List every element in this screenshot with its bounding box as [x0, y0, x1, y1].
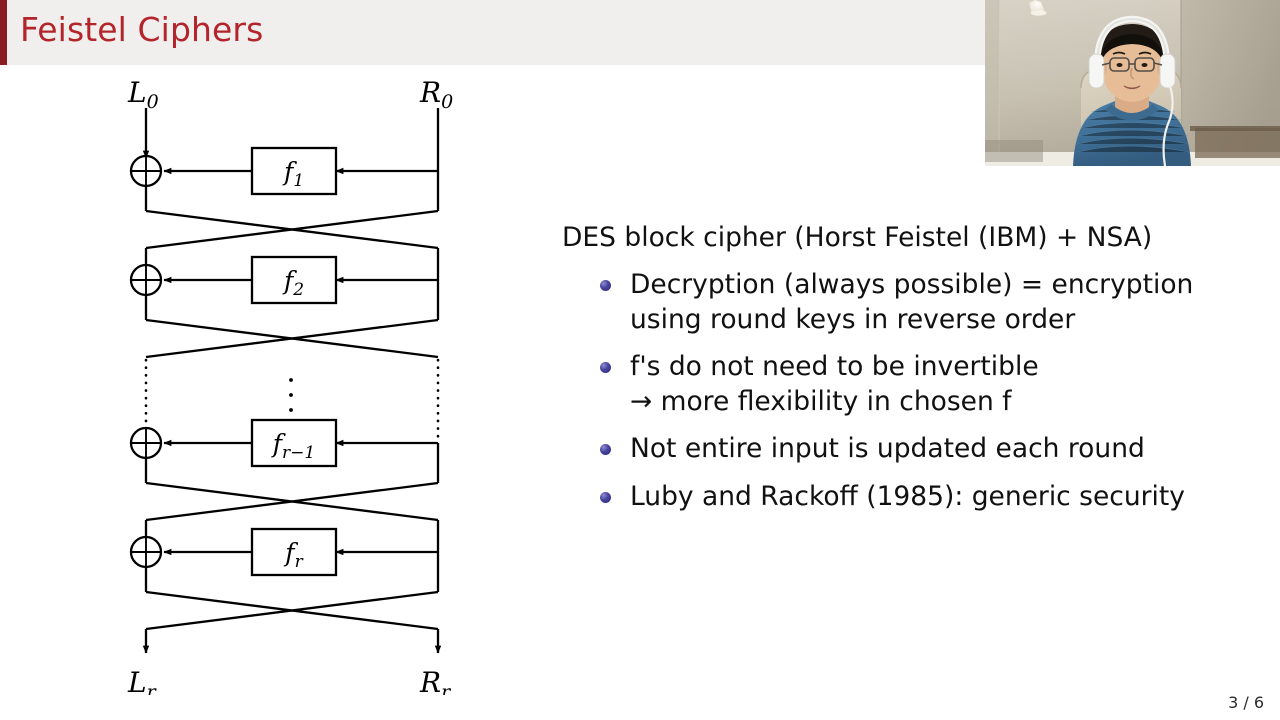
bullet-line-2: → more flexibility in chosen f — [630, 385, 1012, 417]
round-box-label-fr-1: fr−1 — [271, 429, 315, 463]
list-item: Luby and Rackoff (1985): generic securit… — [600, 480, 1262, 514]
bullet-dot-icon — [600, 280, 611, 292]
list-item: Decryption (always possible) = encryptio… — [600, 268, 1262, 337]
label-R0: R0 — [419, 76, 453, 113]
label-L0: L0 — [127, 76, 159, 113]
presenter-webcam-overlay[interactable] — [985, 0, 1280, 166]
header-accent-bar — [0, 0, 7, 65]
bullet-line-1: Decryption (always possible) = encryptio… — [630, 269, 1194, 301]
bullet-line-1: f's do not need to be invertible — [630, 351, 1039, 383]
feistel-network-diagram: L0 R0 Lr Rr f1 f2 fr−1 fr — [90, 70, 510, 695]
list-item: f's do not need to be invertible → more … — [600, 350, 1262, 419]
label-Rr: Rr — [419, 666, 452, 695]
lead-statement: DES block cipher (Horst Feistel (IBM) + … — [562, 222, 1153, 253]
list-item: Not entire input is updated each round — [600, 432, 1262, 466]
round-box-label-fr: fr — [283, 538, 303, 572]
round-box-label-f1: f1 — [282, 157, 304, 191]
label-Lr: Lr — [127, 666, 158, 695]
bullet-dot-icon — [600, 444, 611, 456]
round-box-label-f2: f2 — [282, 266, 304, 300]
page-title: Feistel Ciphers — [20, 10, 264, 49]
webcam-video-frame — [985, 0, 1280, 166]
bullet-line-2: using round keys in reverse order — [630, 303, 1076, 335]
bullet-line-1: Not entire input is updated each round — [630, 433, 1145, 465]
bullet-dot-icon — [600, 491, 611, 503]
content-pane: DES block cipher (Horst Feistel (IBM) + … — [562, 222, 1262, 527]
page-number: 3 / 6 — [1228, 693, 1264, 712]
bullet-list: Decryption (always possible) = encryptio… — [562, 268, 1262, 514]
bullet-dot-icon — [600, 362, 611, 374]
bullet-line-1: Luby and Rackoff (1985): generic securit… — [630, 480, 1185, 512]
